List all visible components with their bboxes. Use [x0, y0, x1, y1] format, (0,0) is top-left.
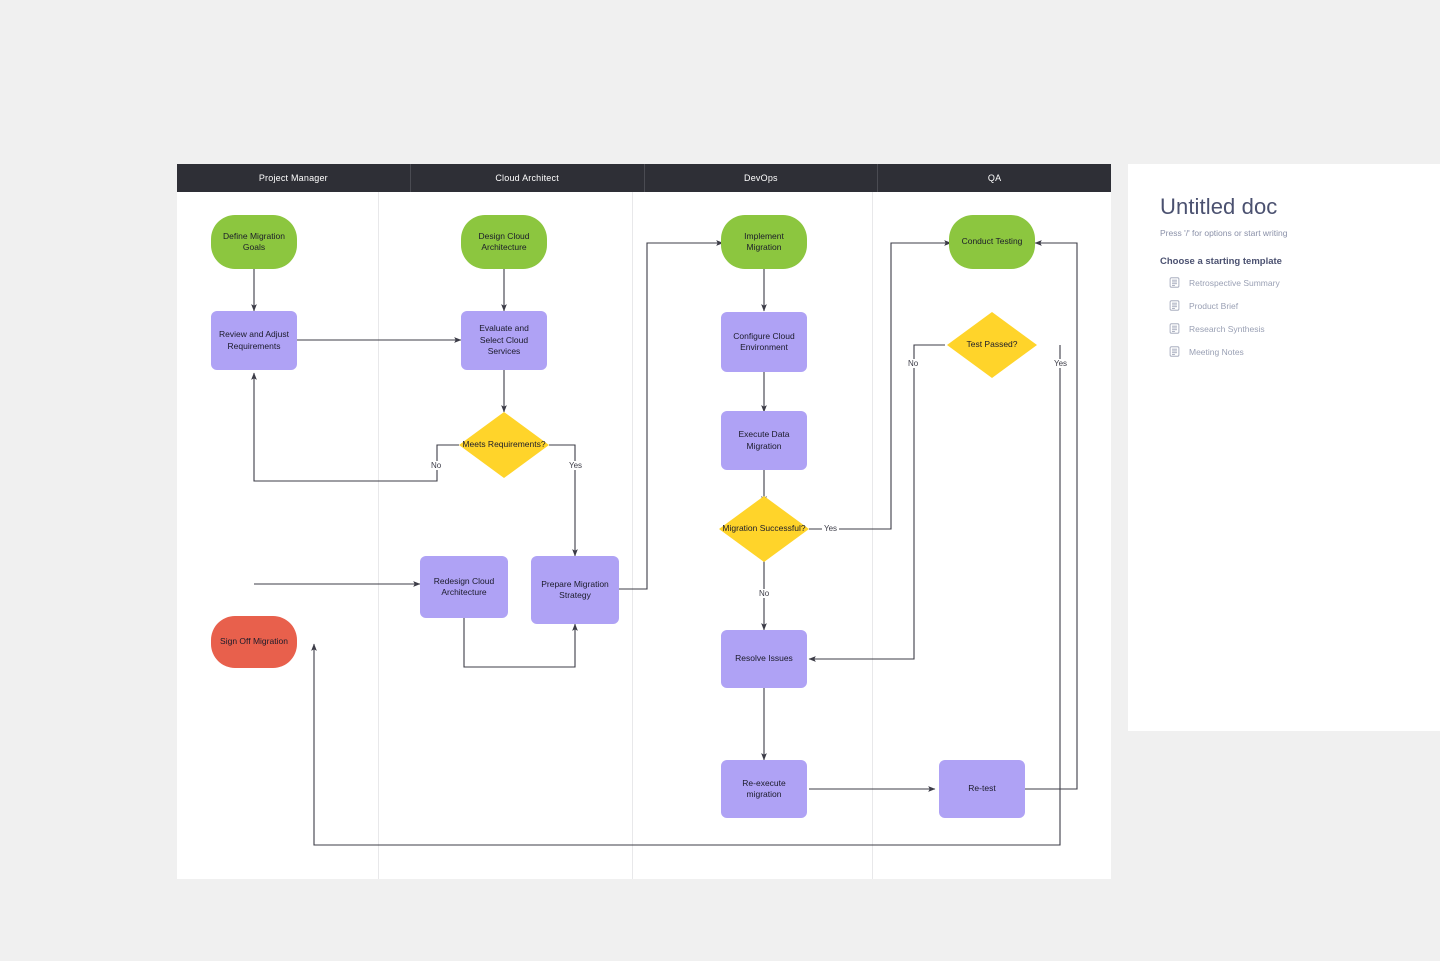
node-configure-cloud-environment[interactable]: Configure Cloud Environment [721, 312, 807, 372]
node-label: Migration Successful? [722, 523, 806, 534]
diamond-shape [459, 412, 549, 478]
swimlane-header-row: Project Manager Cloud Architect DevOps Q… [177, 164, 1111, 192]
template-section-title: Choose a starting template [1160, 256, 1282, 267]
swimlane-label: DevOps [744, 173, 778, 183]
template-item-meeting-notes[interactable]: Meeting Notes [1169, 346, 1408, 357]
swimlane-header-cloud-architect[interactable]: Cloud Architect [411, 164, 645, 192]
document-icon [1169, 300, 1180, 311]
node-label: Evaluate and Select Cloud Services [479, 323, 529, 357]
node-re-test[interactable]: Re-test [939, 760, 1025, 818]
edge-label-test-no: No [906, 359, 921, 368]
edge-prepare-to-implement [619, 240, 724, 590]
swimlane-label: Project Manager [258, 173, 328, 183]
node-label: Execute Data Migration [738, 429, 790, 451]
document-placeholder-hint: Press '/' for options or start writing [1160, 228, 1288, 238]
node-label: Redesign Cloud Architecture [433, 575, 495, 597]
template-list: Retrospective Summary Product Brief [1160, 277, 1408, 357]
edge-meets-no-to-review [251, 372, 459, 482]
flowchart-canvas[interactable]: Project Manager Cloud Architect DevOps Q… [177, 164, 1111, 879]
document-icon [1169, 277, 1180, 288]
document-title[interactable]: Untitled doc [1160, 194, 1278, 219]
swimlane-header-project-manager[interactable]: Project Manager [177, 164, 411, 192]
template-item-retrospective-summary[interactable]: Retrospective Summary [1169, 277, 1408, 288]
node-conduct-testing[interactable]: Conduct Testing [949, 215, 1035, 269]
swimlane-divider-1 [378, 192, 379, 879]
connector-layer [251, 240, 1078, 846]
node-label: Design Cloud Architecture [478, 230, 530, 252]
edge-migration-yes-to-testing [809, 240, 952, 530]
edge-retest-to-testing [1005, 240, 1078, 790]
node-label: Conduct Testing [961, 236, 1023, 247]
node-prepare-migration-strategy[interactable]: Prepare Migration Strategy [531, 556, 619, 624]
document-panel[interactable]: Untitled doc Press '/' for options or st… [1128, 164, 1440, 731]
node-label: Re-test [968, 783, 996, 794]
edge-test-no-to-resolve [808, 344, 945, 662]
node-execute-data-migration[interactable]: Execute Data Migration [721, 411, 807, 470]
diamond-shape [719, 496, 809, 562]
node-label: Test Passed? [966, 339, 1018, 350]
node-label: Define Migration Goals [223, 230, 285, 252]
edge-redesign-to-prepare [463, 618, 578, 668]
diamond-shape [947, 312, 1037, 378]
node-re-execute-migration[interactable]: Re-execute migration [721, 760, 807, 818]
node-review-and-adjust-requirements[interactable]: Review and Adjust Requirements [211, 311, 297, 370]
node-implement-migration[interactable]: Implement Migration [721, 215, 807, 269]
node-meets-requirements[interactable]: Meets Requirements? [459, 412, 549, 478]
swimlane-header-qa[interactable]: QA [878, 164, 1111, 192]
template-item-label: Retrospective Summary [1189, 277, 1280, 288]
edge-meets-yes-to-prepare [549, 444, 578, 557]
node-migration-successful[interactable]: Migration Successful? [719, 496, 809, 562]
edge-label-meets-yes: Yes [567, 461, 585, 470]
node-label: Resolve Issues [735, 653, 793, 664]
template-item-label: Research Synthesis [1189, 323, 1265, 334]
node-label: Sign Off Migration [220, 636, 288, 647]
edge-label-migration-yes: Yes [822, 524, 840, 533]
edge-label-test-yes: Yes [1052, 359, 1070, 368]
node-design-cloud-architecture[interactable]: Design Cloud Architecture [461, 215, 547, 269]
swimlane-label: QA [987, 173, 1002, 183]
edge-test-yes-to-signoff [311, 345, 1061, 846]
swimlane-label: Cloud Architect [495, 173, 559, 183]
edge-label-meets-no: No [429, 461, 444, 470]
edge-label-migration-no: No [757, 589, 772, 598]
document-icon [1169, 323, 1180, 334]
node-resolve-issues[interactable]: Resolve Issues [721, 630, 807, 688]
node-redesign-cloud-architecture[interactable]: Redesign Cloud Architecture [420, 556, 508, 618]
template-item-product-brief[interactable]: Product Brief [1169, 300, 1408, 311]
template-item-research-synthesis[interactable]: Research Synthesis [1169, 323, 1408, 334]
node-sign-off-migration[interactable]: Sign Off Migration [211, 616, 297, 668]
document-panel-body: Untitled doc Press '/' for options or st… [1128, 164, 1440, 387]
swimlane-divider-3 [872, 192, 873, 879]
node-evaluate-and-select-cloud-services[interactable]: Evaluate and Select Cloud Services [461, 311, 547, 370]
node-label: Prepare Migration Strategy [541, 578, 609, 600]
node-label: Implement Migration [744, 230, 784, 252]
template-item-label: Meeting Notes [1189, 346, 1244, 357]
document-icon [1169, 346, 1180, 357]
node-label: Review and Adjust Requirements [219, 329, 289, 351]
swimlane-header-devops[interactable]: DevOps [645, 164, 879, 192]
node-label: Re-execute migration [742, 777, 786, 799]
template-item-label: Product Brief [1189, 300, 1239, 311]
node-define-migration-goals[interactable]: Define Migration Goals [211, 215, 297, 269]
node-label: Meets Requirements? [462, 439, 546, 450]
swimlane-divider-2 [632, 192, 633, 879]
node-test-passed[interactable]: Test Passed? [947, 312, 1037, 378]
node-label: Configure Cloud Environment [733, 330, 795, 352]
